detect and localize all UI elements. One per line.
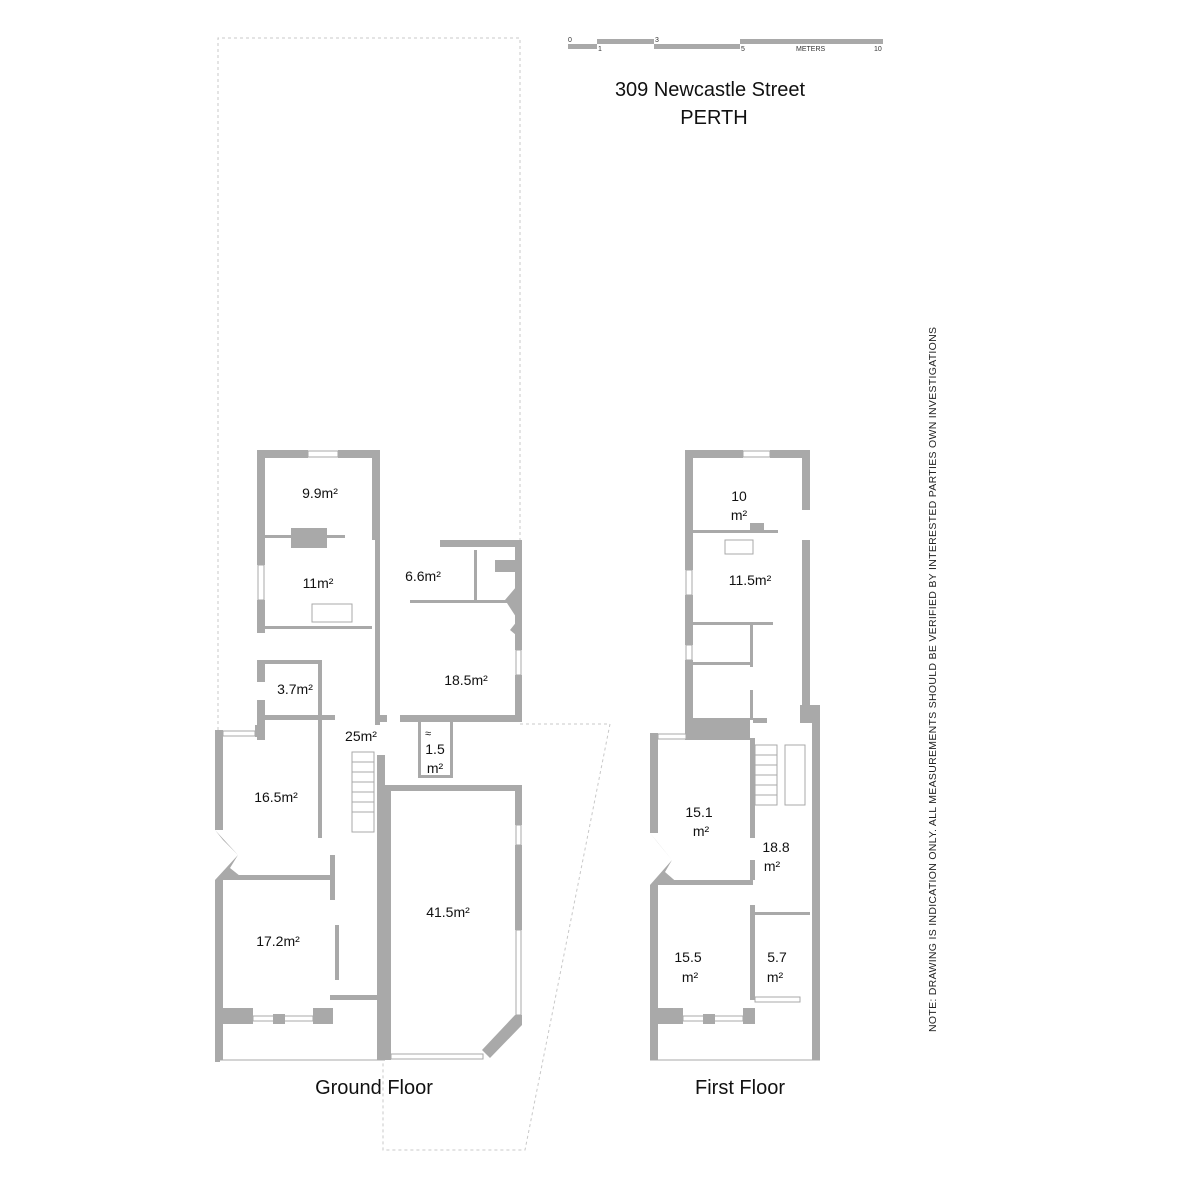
first-floor-label: First Floor [695, 1077, 785, 1099]
scale-unit: METERS [796, 46, 826, 53]
room-area-label: 9.9m² [302, 485, 338, 501]
ground-floor-label: Ground Floor [315, 1077, 433, 1099]
room-area-label: 11.5m² [729, 572, 772, 588]
stairs [351, 751, 375, 833]
room-area-label: m² [731, 507, 748, 523]
scale-tick: 10 [874, 46, 882, 53]
scale-tick: 5 [741, 46, 745, 53]
disclaimer-note: NOTE: DRAWING IS INDICATION ONLY. ALL ME… [927, 327, 939, 1032]
room-area-label: m² [767, 969, 784, 985]
scale-tick: 1 [598, 46, 602, 53]
room-area-label: 1.5 [425, 741, 445, 757]
room-area-label: 16.5m² [254, 789, 298, 805]
approx-symbol: ≈ [425, 728, 431, 740]
room-area-label: 6.6m² [405, 568, 441, 584]
room-area-label: m² [764, 858, 781, 874]
room-area-label: 17.2m² [256, 933, 300, 949]
address-line2: PERTH [680, 107, 747, 129]
room-area-label: 15.5 [674, 949, 701, 965]
lot-boundary [217, 37, 611, 1151]
room-area-label: 10 [731, 488, 747, 504]
room-area-label: m² [427, 760, 444, 776]
room-area-label: 11m² [303, 575, 334, 591]
room-area-label: 18.8 [762, 839, 789, 855]
room-area-label: 15.1 [685, 804, 712, 820]
scale-tick: 3 [655, 37, 659, 44]
address-line1: 309 Newcastle Street [615, 79, 806, 101]
scale-tick: 0 [568, 37, 572, 44]
ground-floor-plan [215, 450, 522, 1062]
stairs [754, 744, 806, 806]
room-area-label: 18.5m² [444, 672, 488, 688]
room-area-label: 41.5m² [426, 904, 470, 920]
room-area-label: 25m² [345, 728, 377, 744]
scale-bar: 0 1 3 5 METERS 10 [568, 37, 883, 53]
first-floor-plan [650, 450, 820, 1061]
room-area-label: 5.7 [767, 949, 787, 965]
room-area-label: 3.7m² [277, 681, 313, 697]
room-area-label: m² [693, 823, 710, 839]
room-area-label: m² [682, 969, 699, 985]
